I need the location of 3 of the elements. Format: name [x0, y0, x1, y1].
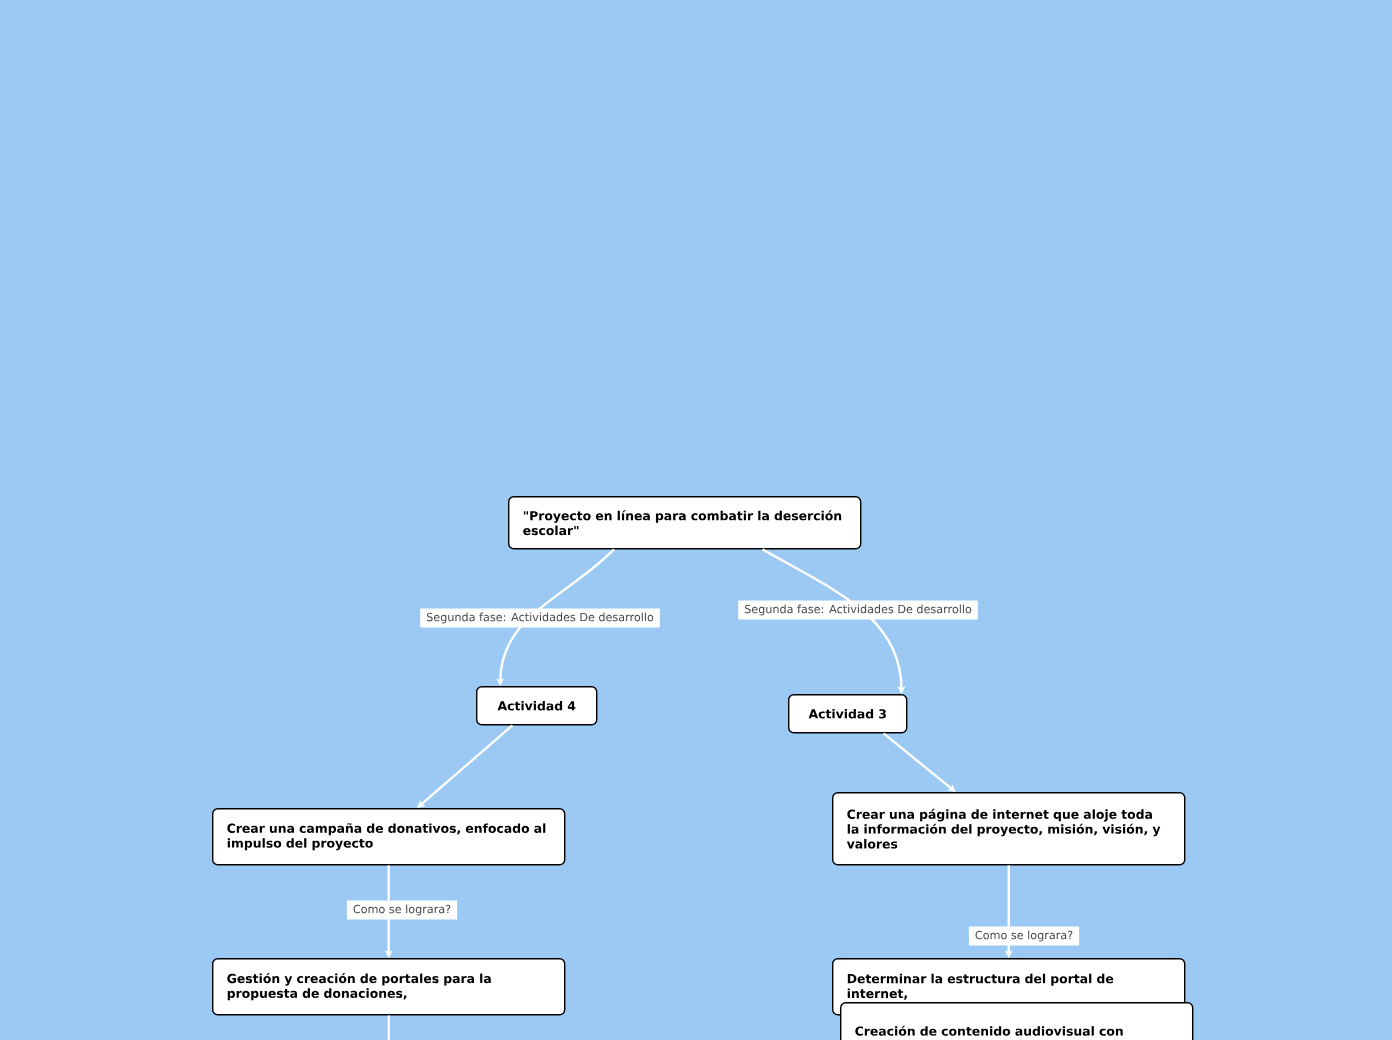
- arrow: [882, 732, 956, 792]
- arrow: [761, 548, 906, 694]
- arrow: [417, 724, 514, 808]
